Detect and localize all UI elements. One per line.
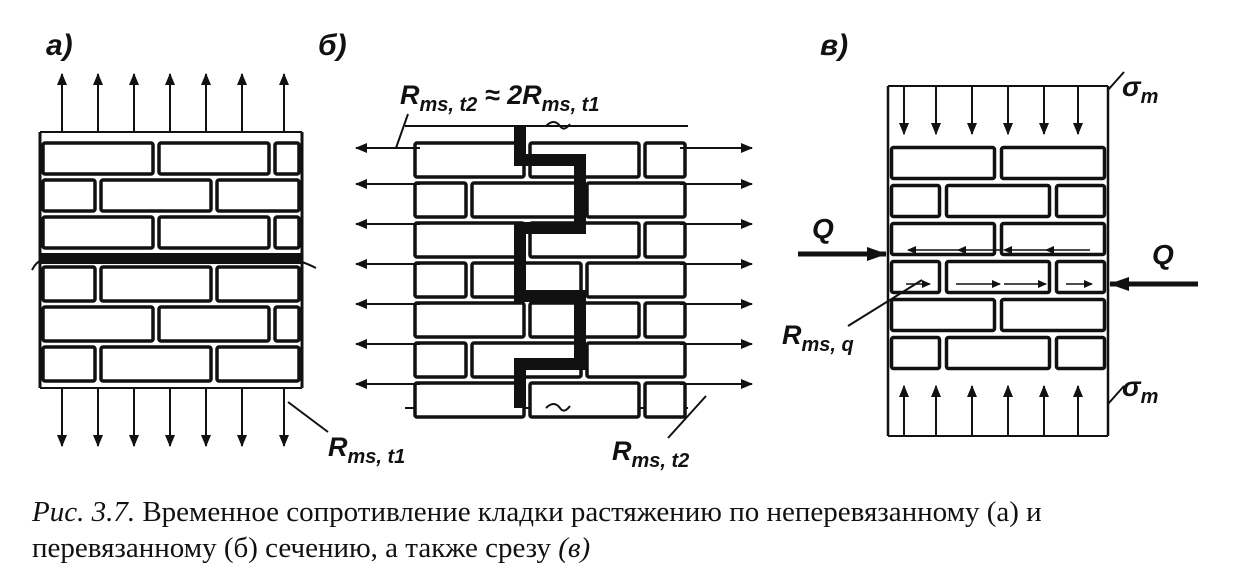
brick — [889, 145, 997, 181]
panel-v-q-right-label: Q — [1152, 239, 1174, 270]
figure-3-7: а) Rms, t1 б) Rms, t2 ≈ 2Rms, t1 Rms, t2… — [31, 29, 1198, 472]
brick — [585, 341, 687, 379]
panel-a-break-right — [301, 261, 317, 269]
panel-a-leader — [287, 401, 329, 433]
caption-suffix: (в) — [558, 532, 591, 564]
brick — [944, 183, 1052, 219]
panel-v-sigma-bottom: σm — [1122, 371, 1158, 408]
brick — [215, 345, 301, 383]
panel-v-rq-leader — [847, 279, 923, 327]
panel-v-label: в) — [820, 29, 848, 62]
brick — [528, 381, 641, 419]
brick — [889, 259, 942, 295]
panel-v-sigma-top-leader — [1107, 71, 1125, 91]
panel-v: в) Q Q σm σm Rms, q — [782, 29, 1198, 437]
panel-v-rq-label: Rms, q — [782, 320, 854, 356]
panel-b-bonded-section — [514, 126, 586, 408]
brick — [585, 181, 687, 219]
figure-caption: Рис. 3.7. Временное сопротивление кладки… — [32, 494, 1222, 566]
brick — [41, 265, 97, 303]
panel-v-bricks — [889, 145, 1107, 371]
brick — [41, 141, 155, 176]
brick — [157, 305, 271, 343]
brick — [41, 345, 97, 383]
brick — [413, 261, 468, 299]
brick — [413, 341, 468, 379]
panel-a-bricks — [41, 141, 301, 383]
panel-b-top-leader — [395, 113, 409, 149]
panel-v-compression-arrows — [899, 86, 1083, 436]
panel-b-r-label: Rms, t2 — [612, 436, 689, 472]
brick — [999, 221, 1107, 257]
brick — [413, 181, 468, 219]
brick — [99, 178, 213, 213]
panel-a-label: а) — [46, 29, 73, 62]
panel-v-q-left-label: Q — [812, 213, 834, 244]
brick — [41, 215, 155, 250]
brick — [944, 259, 1052, 295]
brick — [889, 221, 997, 257]
brick — [273, 215, 301, 250]
brick — [413, 381, 526, 419]
panel-v-shear-arrows — [906, 246, 1093, 288]
panel-b-label: б) — [318, 29, 347, 62]
caption-text: Временное сопротивление кладки растяжени… — [32, 496, 1042, 564]
panel-b-break-bottom — [545, 403, 571, 412]
brick — [273, 141, 301, 176]
brick — [1054, 183, 1107, 219]
brick — [889, 297, 997, 333]
brick — [1054, 259, 1107, 295]
brick — [99, 345, 213, 383]
panel-a-unbonded-section — [40, 253, 302, 264]
panel-a-tension-arrows — [57, 73, 289, 447]
panel-a-break-left — [31, 259, 43, 271]
brick — [643, 221, 687, 259]
panel-a-r-label: Rms, t1 — [328, 432, 405, 468]
brick — [643, 141, 687, 179]
panel-a: а) Rms, t1 — [31, 29, 405, 468]
caption-label: Рис. 3.7. — [32, 496, 136, 528]
panel-v-sigma-bottom-leader — [1107, 385, 1125, 405]
panel-b-bricks — [413, 141, 687, 419]
brick — [215, 265, 301, 303]
brick — [889, 183, 942, 219]
brick — [41, 178, 97, 213]
brick — [157, 215, 271, 250]
brick — [99, 265, 213, 303]
brick — [41, 305, 155, 343]
brick — [643, 301, 687, 339]
brick — [944, 335, 1052, 371]
panel-b-break-top — [545, 121, 571, 130]
brick — [470, 181, 583, 219]
panel-b: б) Rms, t2 ≈ 2Rms, t1 Rms, t2 — [318, 29, 753, 472]
panel-v-sigma-top: σm — [1122, 71, 1158, 108]
brick — [999, 145, 1107, 181]
panel-b-bottom-leader — [667, 395, 707, 439]
brick — [643, 381, 687, 419]
brick — [889, 335, 942, 371]
brick — [215, 178, 301, 213]
brick — [413, 301, 526, 339]
brick — [413, 141, 526, 179]
brick — [273, 305, 301, 343]
brick — [157, 141, 271, 176]
brick — [999, 297, 1107, 333]
panel-b-top-annotation: Rms, t2 ≈ 2Rms, t1 — [400, 80, 599, 116]
brick — [585, 261, 687, 299]
brick — [413, 221, 526, 259]
brick — [1054, 335, 1107, 371]
panel-b-tension-arrows — [355, 143, 753, 389]
